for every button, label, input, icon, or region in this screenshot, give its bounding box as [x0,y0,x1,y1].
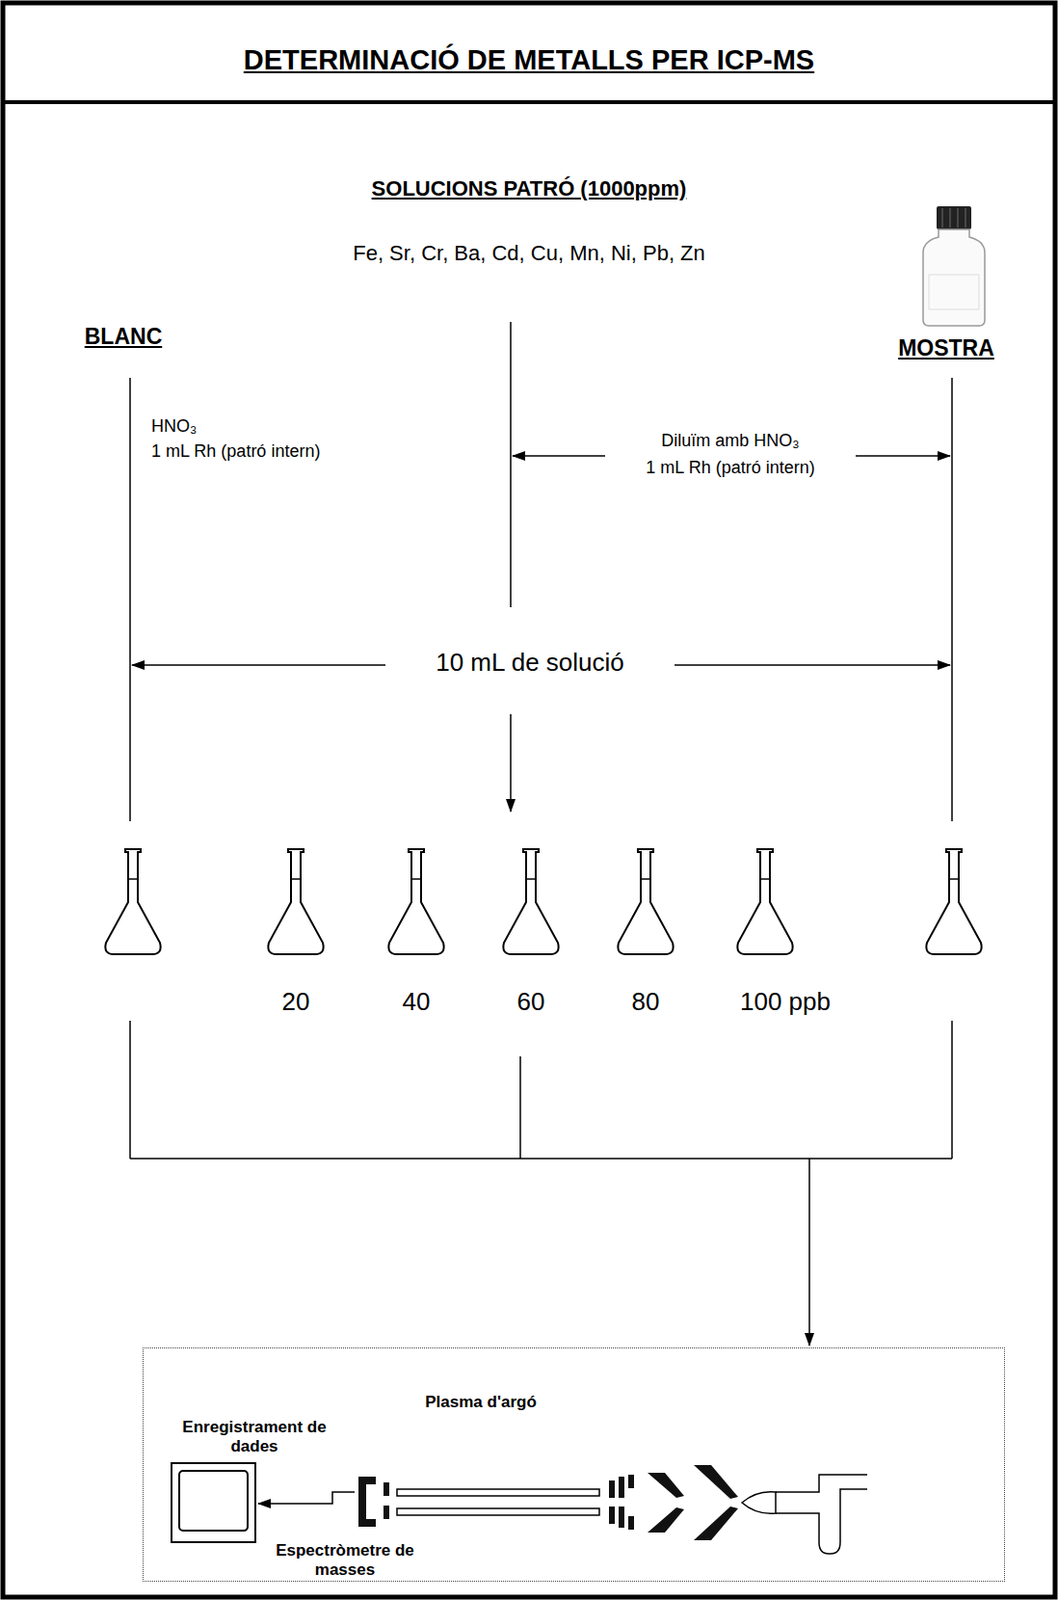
concentration-label: 20 [282,987,311,1017]
volume-note: 10 mL de solució [435,648,625,678]
reagent-note: 1 mL Rh (patró intern) [151,441,320,462]
concentration-label: 100 ppb [740,987,831,1017]
instrument-label: Enregistrament de dades [182,1417,327,1455]
concentration-label: 80 [632,987,661,1017]
reagent-note: HNO₃ [151,416,197,437]
instrument-label: Plasma d'argó [408,1392,554,1412]
concentration-label: 40 [402,987,431,1017]
reagent-note: Diluïm amb HNO₃ [661,430,799,451]
title: DETERMINACIÓ DE METALLS PER ICP-MS [243,44,815,77]
subtitle: SOLUCIONS PATRÓ (1000ppm) [371,176,688,201]
blank-label: BLANC [84,323,163,349]
volumetric-flasks [105,848,981,954]
metal-list: Fe, Sr, Cr, Ba, Cd, Cu, Mn, Ni, Pb, Zn [352,240,706,265]
instrument-label: Espectròmetre de masses [272,1540,418,1579]
reagent-note: 1 mL Rh (patró intern) [645,457,815,478]
icp-ms-instrument [171,1462,868,1554]
concentration-label: 60 [517,987,546,1017]
bottle-icon [923,206,985,326]
instrument-box: Enregistrament de dades Plasma d'argóEspe… [142,1347,1006,1582]
sample-label: MOSTRA [898,335,995,361]
